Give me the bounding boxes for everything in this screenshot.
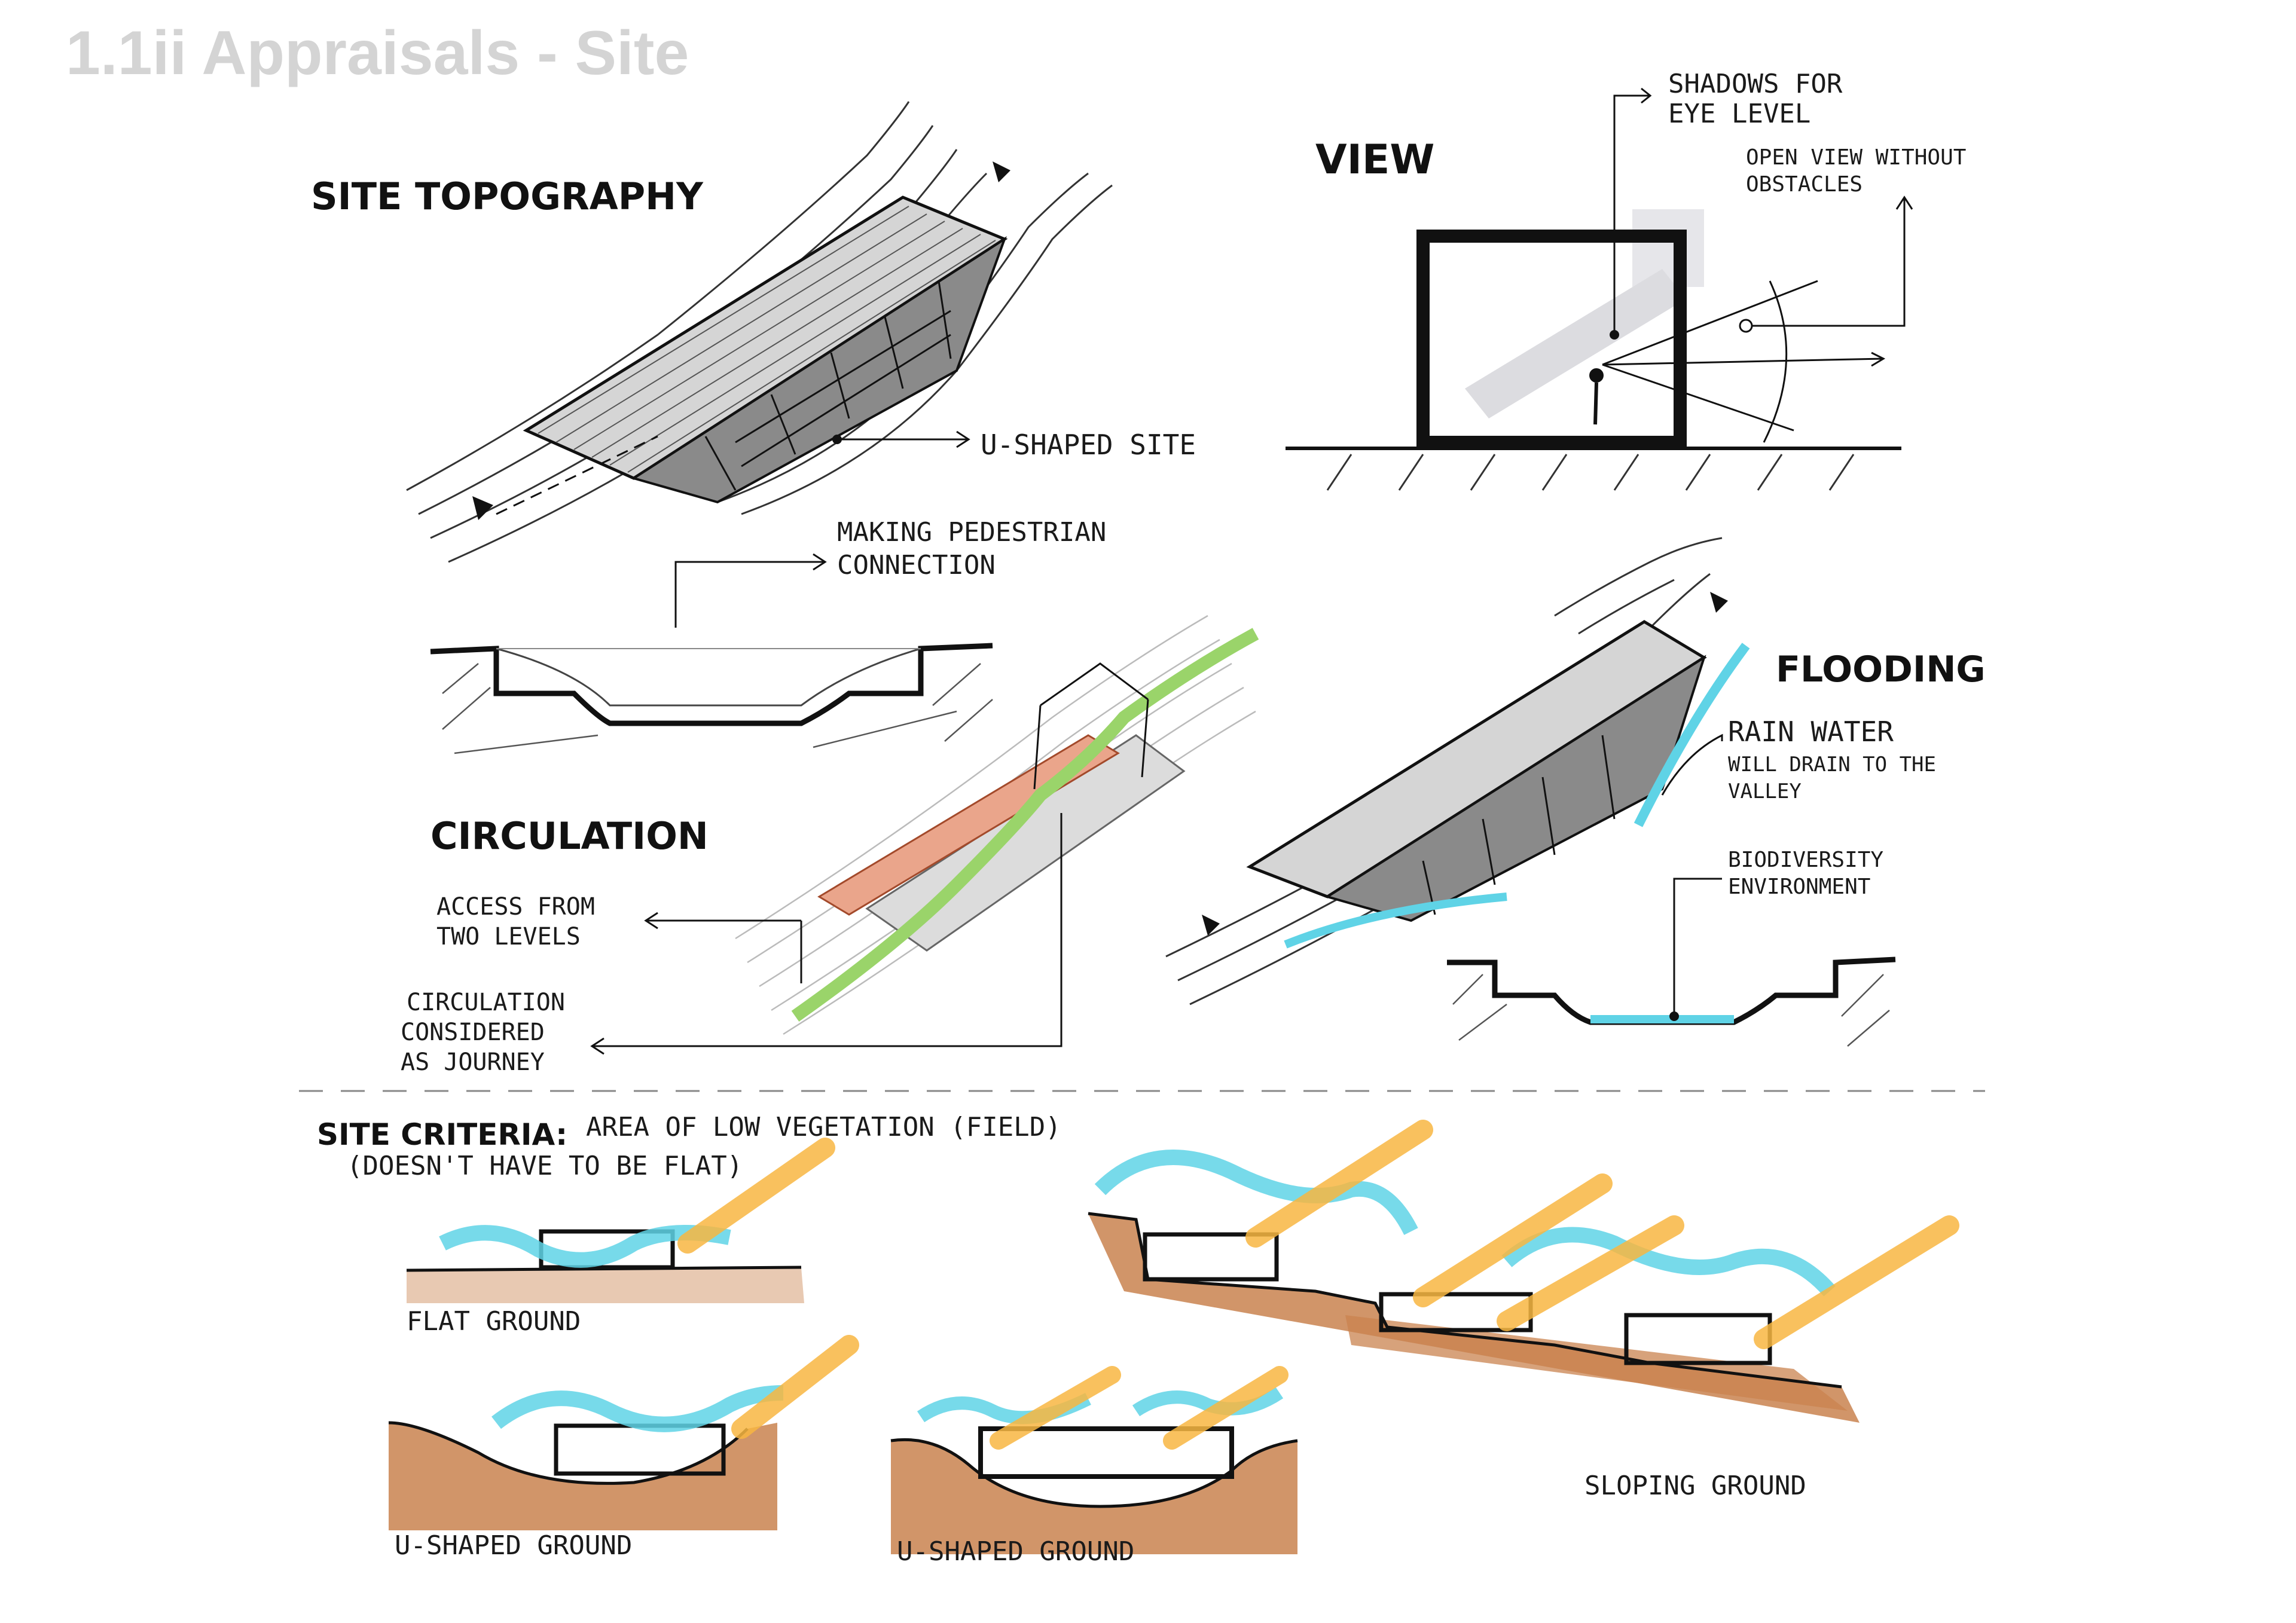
label-pedestrian-line1: MAKING PEDESTRIAN [837,517,1106,548]
circulation-salmon-path [817,734,1120,916]
site-topography-section: SITE TOPOGRAPHY [311,101,1196,754]
wind-arrow [1501,1227,1836,1297]
view-section: VIEW SHADOWS FOR EYE LEVEL OPEN VIE [1286,69,1966,491]
sloping-ground-label: SLOPING GROUND [1584,1471,1806,1501]
label-journey-line1: CIRCULATION [407,989,565,1016]
sun-ray [990,1366,1121,1450]
site-criteria-text-line2: (DOESN'T HAVE TO BE FLAT) [347,1151,743,1181]
flat-ground-diagram [406,1138,835,1303]
sun-ray [1754,1215,1959,1349]
circulation-heading: CIRCULATION [430,814,709,858]
u-shaped-ground-2-diagram [890,1366,1298,1554]
north-arrow-icon [993,161,1010,182]
water-flow-arrow [1284,893,1507,949]
site-criteria-section: SITE CRITERIA: AREA OF LOW VEGETATION (F… [317,1112,1959,1567]
north-arrow-icon [1202,915,1220,936]
flooding-heading: FLOODING [1776,649,1986,690]
label-rain-line3: VALLEY [1728,780,1802,803]
label-bio-line1: BIODIVERSITY [1728,848,1883,872]
u-shaped-ground-label-2: U-SHAPED GROUND [897,1536,1134,1567]
roof-hatching [538,206,996,473]
topography-facade [631,236,1007,504]
sloping-ground-diagram [1088,1120,1959,1423]
sun-ray [677,1138,835,1254]
flooding-section: FLOODING RAIN WATER WILL DRAIN TO THE VA… [1165,537,1986,1047]
topography-section-cut [430,553,993,754]
label-open-line2: OBSTACLES [1746,172,1863,197]
page-title: 1.1ii Appraisals - Site [66,19,689,88]
wind-arrow [1094,1150,1418,1235]
label-rain-line2: WILL DRAIN TO THE [1728,753,1936,777]
water-flow-arrow [1634,643,1750,827]
label-rain-line1: RAIN WATER [1728,716,1894,748]
view-heading: VIEW [1315,136,1434,184]
flat-ground-label: FLAT GROUND [407,1306,581,1337]
sun-ray [1497,1215,1684,1331]
north-arrow-icon [472,496,493,520]
sun-ray [1245,1120,1433,1248]
circulation-section: CIRCULATION ACCESS FROM TWO LEVELS CIRCU… [401,615,1259,1076]
site-criteria-heading: SITE CRITERIA: [317,1117,567,1152]
label-u-shaped-site: U-SHAPED SITE [981,429,1196,461]
u-shaped-ground-1-diagram [388,1335,859,1530]
label-shadows-line1: SHADOWS FOR [1668,69,1843,99]
label-open-line1: OPEN VIEW WITHOUT [1746,145,1966,170]
sun-ray [1413,1173,1613,1307]
wind-arrow [439,1225,731,1268]
label-bio-line2: ENVIRONMENT [1728,875,1870,899]
view-building-frame [1416,230,1687,449]
site-topography-heading: SITE TOPOGRAPHY [311,175,704,218]
label-access-line1: ACCESS FROM [436,893,595,921]
wind-arrow [491,1385,784,1432]
label-pedestrian-line2: CONNECTION [837,550,996,580]
site-criteria-text-line1: AREA OF LOW VEGETATION (FIELD) [586,1112,1061,1142]
facade-mullions [704,280,952,491]
u-shaped-ground-label-1: U-SHAPED GROUND [395,1530,632,1561]
sun-ray [1163,1366,1289,1450]
circulation-green-path [791,628,1259,1022]
sun-ray [731,1335,859,1439]
north-arrow-icon [1710,592,1728,613]
label-access-line2: TWO LEVELS [436,923,581,950]
label-journey-line2: CONSIDERED [401,1019,545,1046]
label-shadows-line2: EYE LEVEL [1668,99,1810,129]
label-journey-line3: AS JOURNEY [401,1049,545,1076]
wind-arrow [1132,1387,1284,1417]
